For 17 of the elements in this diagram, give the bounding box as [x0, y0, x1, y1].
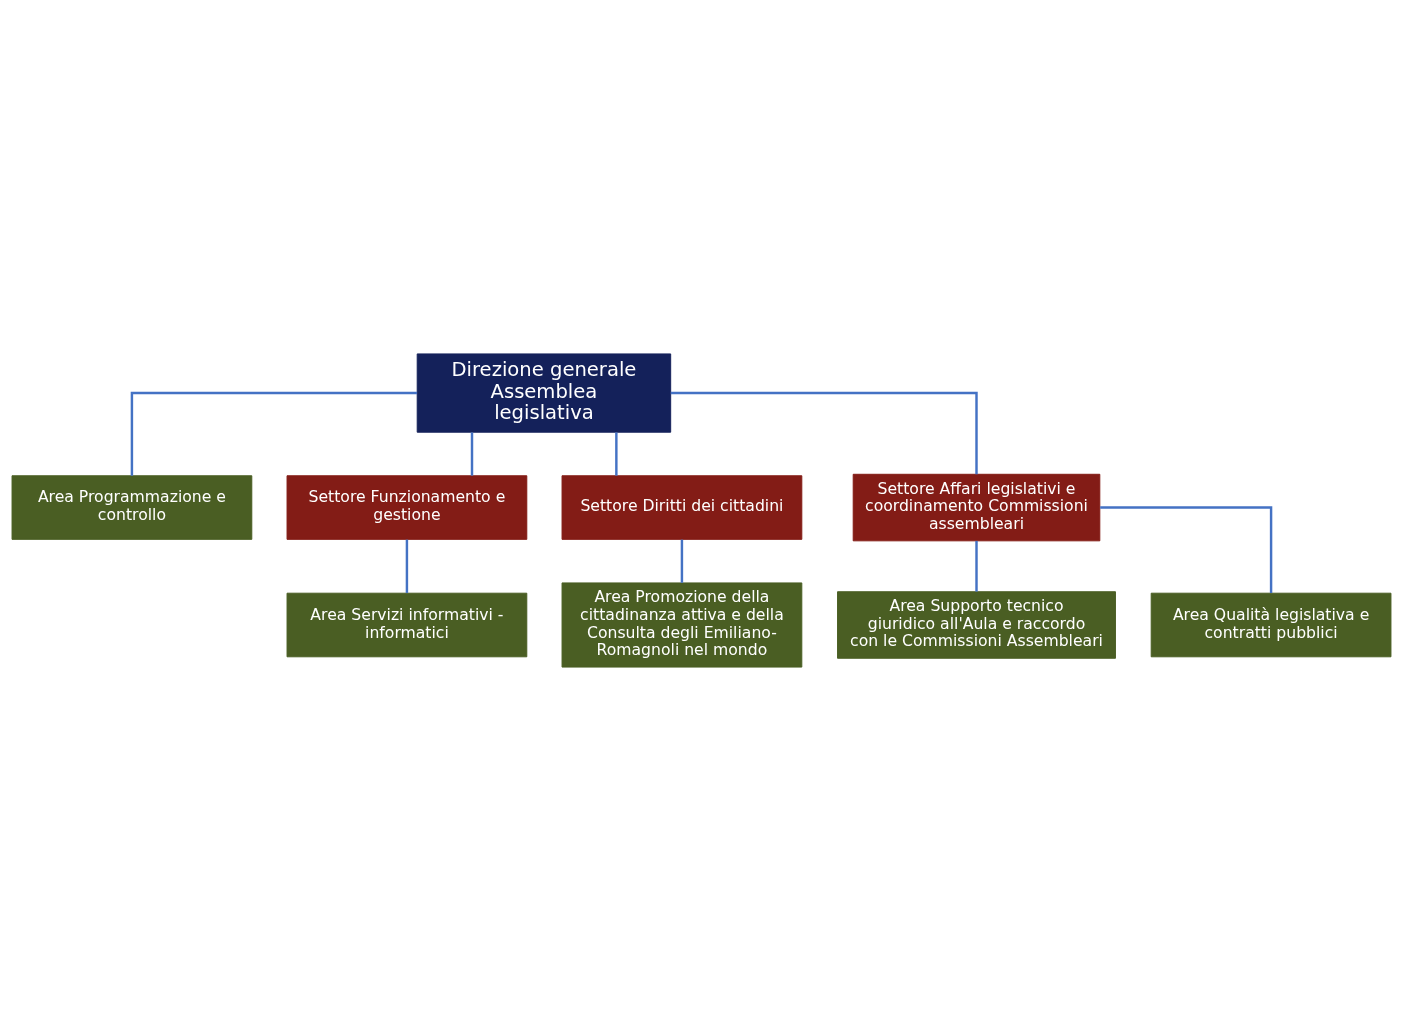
- node-box: Area Servizi informativi - informatici: [286, 592, 528, 657]
- connector: [975, 540, 978, 592]
- connector: [670, 391, 978, 474]
- connector: [1100, 505, 1273, 593]
- connector: [405, 539, 409, 593]
- node-box: Area Supporto tecnico giuridico all'Aula e raccordo con le Commissioni Assembleari: [837, 590, 1116, 659]
- connector: [130, 391, 417, 476]
- node-box: Direzione generale Assemblea legislativa: [416, 352, 672, 433]
- connector: [680, 539, 684, 583]
- node-box: Area Qualità legislativa e contratti pubblici: [1150, 592, 1392, 657]
- connector: [470, 431, 474, 476]
- node-box: Settore Affari legislativi e coordinamento Commissioni assembleari: [852, 473, 1101, 541]
- node-box: Area Programmazione e controllo: [11, 474, 253, 540]
- node-box: Settore Funzionamento e gestione: [286, 474, 528, 540]
- node-box: Settore Diritti dei cittadini: [561, 474, 803, 540]
- connector: [615, 431, 618, 476]
- node-box: Area Promozione della cittadinanza attiva e della Consulta degli Emiliano-Romagnoli nel mondo: [561, 581, 803, 668]
